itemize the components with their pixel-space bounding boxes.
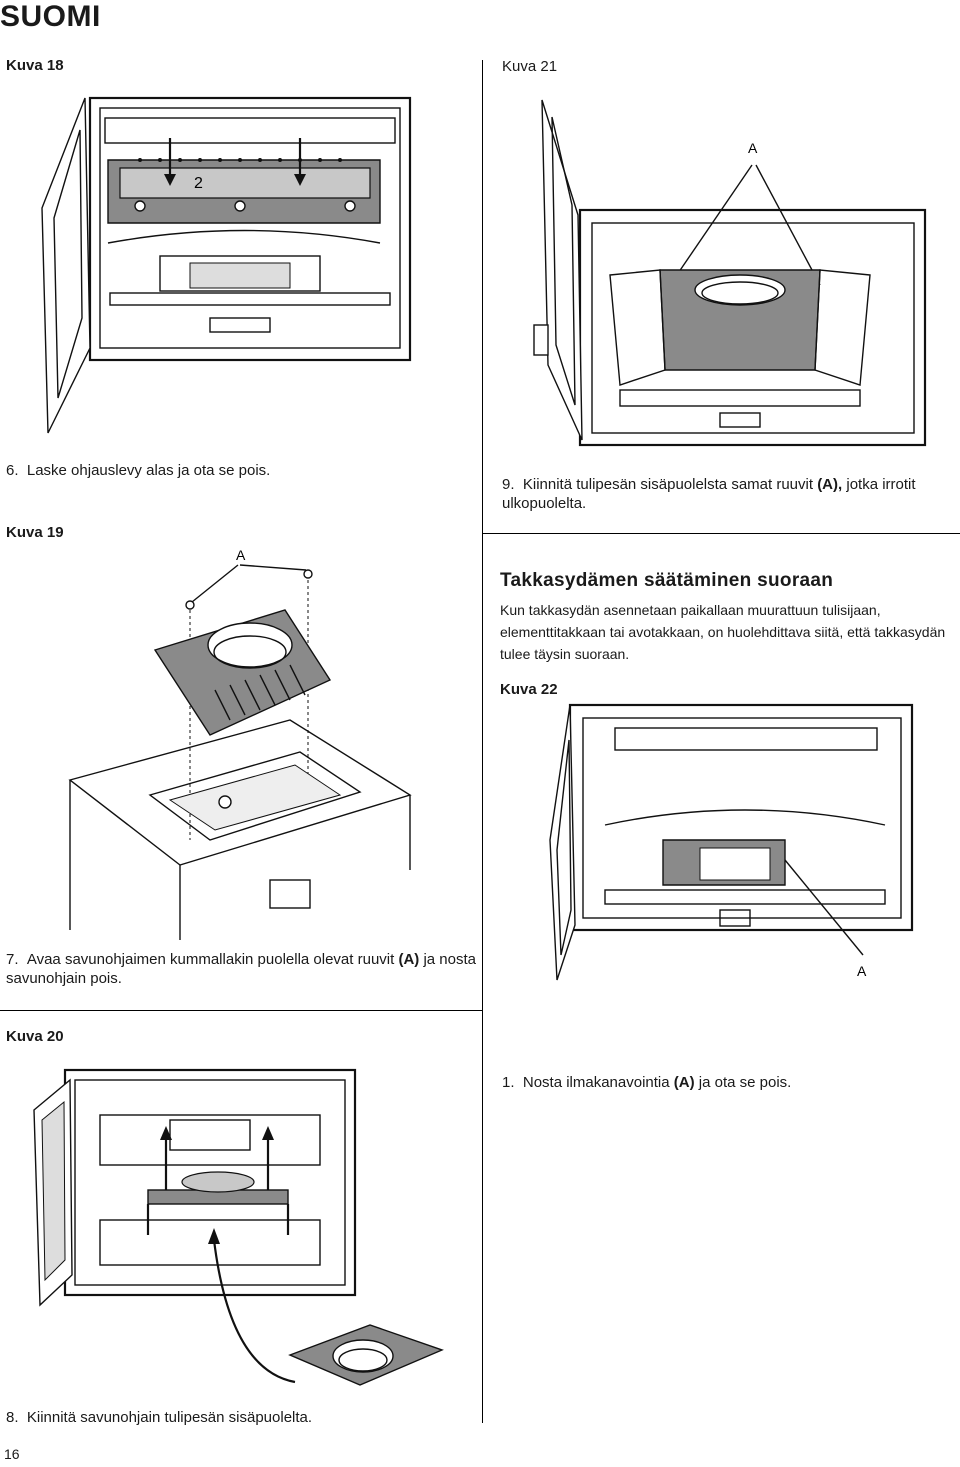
section-body: Kun takkasydän asennetaan paikallaan muu…: [500, 602, 946, 662]
figure-caption-kuva18: Kuva 18: [6, 57, 64, 74]
figure-caption-kuva20: Kuva 20: [6, 1028, 64, 1045]
section-title: Takkasydämen säätäminen suoraan: [500, 570, 834, 591]
figure-kuva21-illustration: A: [533, 99, 927, 447]
step-1: 1. Nosta ilmakanavointia (A) ja ota se p…: [502, 1074, 792, 1091]
page-number: 16: [4, 1446, 20, 1462]
step-8: 8. Kiinnitä savunohjain tulipesän sisäpu…: [6, 1409, 313, 1426]
figure-kuva19-illustration: A: [68, 547, 412, 940]
label-2: 2: [194, 175, 203, 192]
language-header: SUOMI: [0, 0, 101, 33]
label-a: A: [236, 547, 246, 563]
figure-kuva20-illustration: [33, 1068, 444, 1386]
left-column-rule: [0, 1010, 482, 1011]
figure-caption-kuva22: Kuva 22: [500, 681, 558, 698]
column-divider: [482, 60, 483, 1423]
label-a: A: [857, 963, 867, 979]
step-7: 7. Avaa savunohjaimen kummallakin puolel…: [6, 951, 477, 987]
label-a: A: [748, 140, 758, 156]
figure-caption-kuva21: Kuva 21: [502, 58, 558, 75]
figure-kuva18-illustration: 2: [41, 96, 412, 434]
right-column-rule: [482, 533, 960, 534]
step-9: 9. Kiinnitä tulipesän sisäpuolelsta sama…: [502, 476, 916, 512]
figure-caption-kuva19: Kuva 19: [6, 524, 64, 541]
step-6: 6. Laske ohjauslevy alas ja ota se pois.: [6, 462, 271, 479]
figure-kuva22-illustration: A: [549, 703, 914, 981]
